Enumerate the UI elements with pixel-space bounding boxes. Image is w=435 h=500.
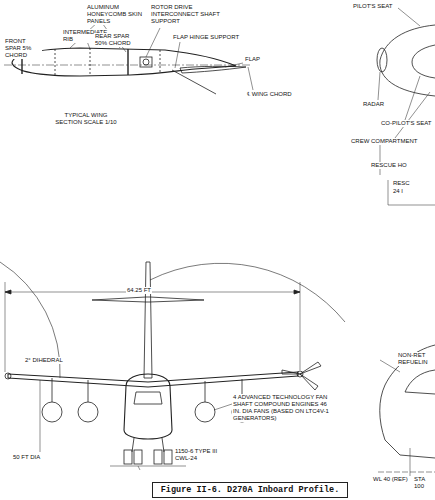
part-label: WL 40 (REF) [372, 476, 409, 483]
part-label: FLAP HINGE SUPPORT [172, 34, 240, 41]
part-label: FLAP [244, 56, 261, 63]
part-label: PILOT'S SEAT [352, 3, 393, 10]
part-label: STA 100 [413, 476, 433, 490]
part-label: NON-RET REFUELIN [397, 352, 433, 366]
part-label: CREW COMPARTMENT [350, 138, 418, 145]
part-label: 2° DIHEDRAL [24, 357, 64, 364]
part-label: RESC [392, 180, 411, 187]
part-label: REAR SPAR 50% CHORD [94, 33, 136, 47]
part-label: 50 FT DIA [12, 454, 41, 461]
part-label: 1150-6 TYPE III CWL-24 [174, 448, 224, 462]
part-label: FRONT SPAR 5% CHORD [4, 38, 42, 59]
part-label: 4 ADVANCED TECHNOLOGY FAN SHAFT COMPOUND… [232, 394, 334, 422]
part-label: ℄ WING CHORD [246, 91, 293, 98]
part-label: CO-PILOT'S SEAT [380, 120, 432, 127]
part-label: ROTOR DRIVE INTERCONNECT SHAFT SUPPORT [150, 4, 224, 25]
part-label: ALUMINUM HONEYCOMB SKIN PANELS [86, 4, 146, 25]
part-label: 64.25 FT [126, 287, 152, 294]
part-label: RADAR [362, 101, 385, 108]
part-label: TYPICAL WING SECTION SCALE 1/10 [50, 112, 122, 126]
part-label: 24 I [392, 188, 404, 195]
part-label: RESCUE HO [370, 162, 408, 169]
figure-caption: Figure II-6. D270A Inboard Profile. [152, 482, 349, 498]
